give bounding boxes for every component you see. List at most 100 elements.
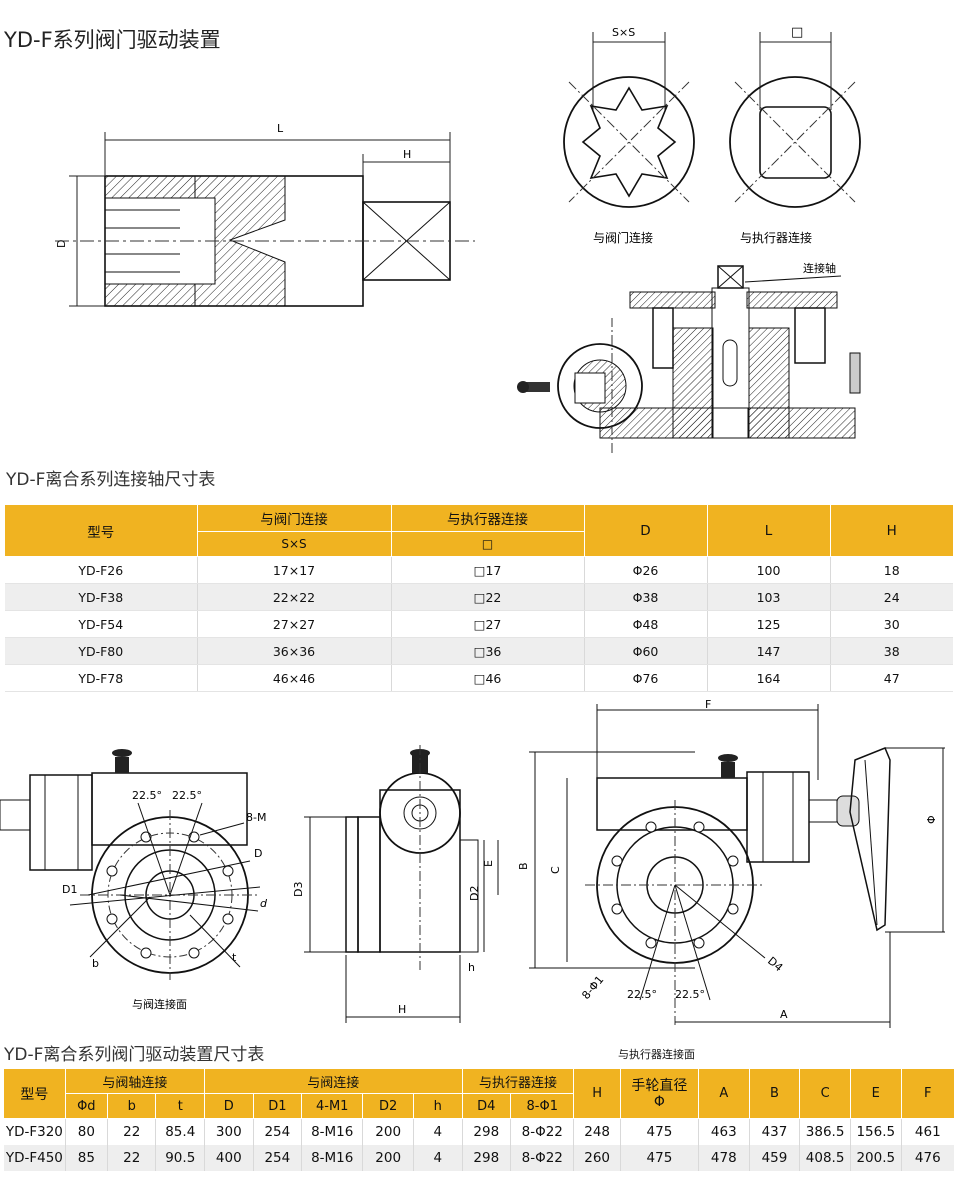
th2-sub: D1 (253, 1093, 303, 1119)
table-cell: YD-F78 (5, 664, 198, 692)
table-cell: 27×27 (197, 610, 392, 638)
dim-L-label: L (277, 122, 284, 135)
table-cell: 4 (413, 1145, 463, 1171)
table-cell: 30 (830, 610, 953, 638)
table-cell: 8-M16 (301, 1118, 364, 1145)
table-cell: Φ48 (584, 610, 708, 638)
angle-label-3: 22.5° (627, 988, 657, 1001)
dim-D-label: D (55, 240, 68, 248)
table-cell: 476 (901, 1145, 954, 1171)
table-cell: □46 (391, 664, 585, 692)
table-cell: 408.5 (799, 1145, 851, 1171)
table-cell: 478 (698, 1145, 750, 1171)
th-H: H (830, 505, 953, 557)
label-b: b (92, 957, 99, 970)
table-cell: 85.4 (155, 1118, 206, 1145)
table-cell: 36×36 (197, 637, 392, 665)
table-cell: 298 (462, 1118, 512, 1145)
table-cell: 459 (749, 1145, 801, 1171)
table-cell: YD-F450 (4, 1145, 66, 1171)
label-d: d (260, 897, 268, 910)
table-cell: 254 (253, 1118, 303, 1145)
table-cell: YD-F80 (5, 637, 198, 665)
th2-shaft: 与阀轴连接 (65, 1069, 206, 1094)
label-8phi1: 8-Φ1 (579, 973, 606, 1002)
table-cell: 200 (362, 1118, 414, 1145)
th2-handwheel: 手轮直径Φ (620, 1069, 699, 1119)
dim-H-label: H (403, 148, 411, 161)
table2-title: YD-F离合系列阀门驱动装置尺寸表 (4, 1045, 265, 1065)
label-D: D (254, 847, 262, 860)
table-cell: 24 (830, 583, 953, 611)
table-cell: 461 (914, 1124, 941, 1140)
table-cell: 300 (204, 1118, 254, 1145)
angle-label-1: 22.5° (132, 789, 162, 802)
th2-sub: D (204, 1093, 254, 1119)
table1-title: YD-F离合系列连接轴尺寸表 (6, 470, 216, 490)
label-A: A (780, 1008, 788, 1021)
label-F: F (705, 700, 711, 711)
table-cell: 386.5 (799, 1118, 851, 1145)
actuator-face-drawing: F B C D4 22.5° 22.5° 8-Φ1 A Φ (517, 700, 945, 1028)
table-cell: 254 (253, 1145, 303, 1171)
table-cell: 90.5 (155, 1145, 206, 1171)
th2-actuator: 与执行器连接 (462, 1069, 575, 1094)
table-cell: 8-M16 (301, 1145, 364, 1171)
th2-B: B (749, 1069, 801, 1119)
table-cell: 22 (107, 1145, 157, 1171)
label-C: C (549, 866, 562, 874)
table-cell: 125 (707, 610, 831, 638)
table-cell: 200.5 (850, 1145, 902, 1171)
th2-model: 型号 (4, 1069, 66, 1119)
th2-A: A (698, 1069, 750, 1119)
label-D2: D2 (468, 886, 481, 901)
th-valve-sub: S×S (197, 531, 392, 557)
table-cell: 47 (830, 664, 953, 692)
label-t: t (232, 951, 237, 964)
caption-actuator: 与执行器连接 (740, 230, 812, 245)
table-cell: 8-Φ22 (510, 1145, 575, 1171)
table-cell: 200 (362, 1145, 414, 1171)
table-cell: 100 (707, 556, 831, 584)
label-E: E (482, 860, 495, 867)
dim-square-label: □ (791, 25, 803, 40)
table-cell: 85 (65, 1145, 108, 1171)
th2-sub: D2 (362, 1093, 414, 1119)
label-D1: D1 (62, 883, 77, 896)
table-cell: 400 (204, 1145, 254, 1171)
table-cell: YD-F54 (5, 610, 198, 638)
table-cell: 103 (707, 583, 831, 611)
shaft-label: 连接轴 (803, 261, 836, 275)
table-cell: YD-F26 (5, 556, 198, 584)
th-L: L (707, 505, 831, 557)
side-view-drawing: D3 D2 E h H (292, 745, 499, 1023)
label-8M: 8-M (246, 811, 266, 824)
valve-end-circle (563, 76, 695, 208)
dim-SxS-label: S×S (612, 26, 635, 39)
label-h: h (468, 961, 475, 974)
label-B: B (517, 862, 530, 870)
table-cell: Φ60 (584, 637, 708, 665)
th2-sub: b (107, 1093, 157, 1119)
table-cell: 475 (620, 1145, 699, 1171)
table-cell: 8-Φ22 (510, 1118, 575, 1145)
th-actuator-sub: □ (391, 531, 585, 557)
table-cell: 22 (107, 1118, 157, 1145)
table-cell: 260 (573, 1145, 621, 1171)
label-phi: Φ (925, 815, 938, 824)
th-actuator: 与执行器连接 (391, 505, 585, 532)
actuator-end-circle (729, 76, 861, 208)
table-cell: 22×22 (197, 583, 392, 611)
th-model: 型号 (5, 505, 198, 557)
th2-C: C (799, 1069, 851, 1119)
clutch-section-drawing: 连接轴 (517, 261, 861, 453)
table-cell: 147 (707, 637, 831, 665)
table-cell: 475 (620, 1118, 699, 1145)
th-valve: 与阀门连接 (197, 505, 392, 532)
angle-label-2: 22.5° (172, 789, 202, 802)
